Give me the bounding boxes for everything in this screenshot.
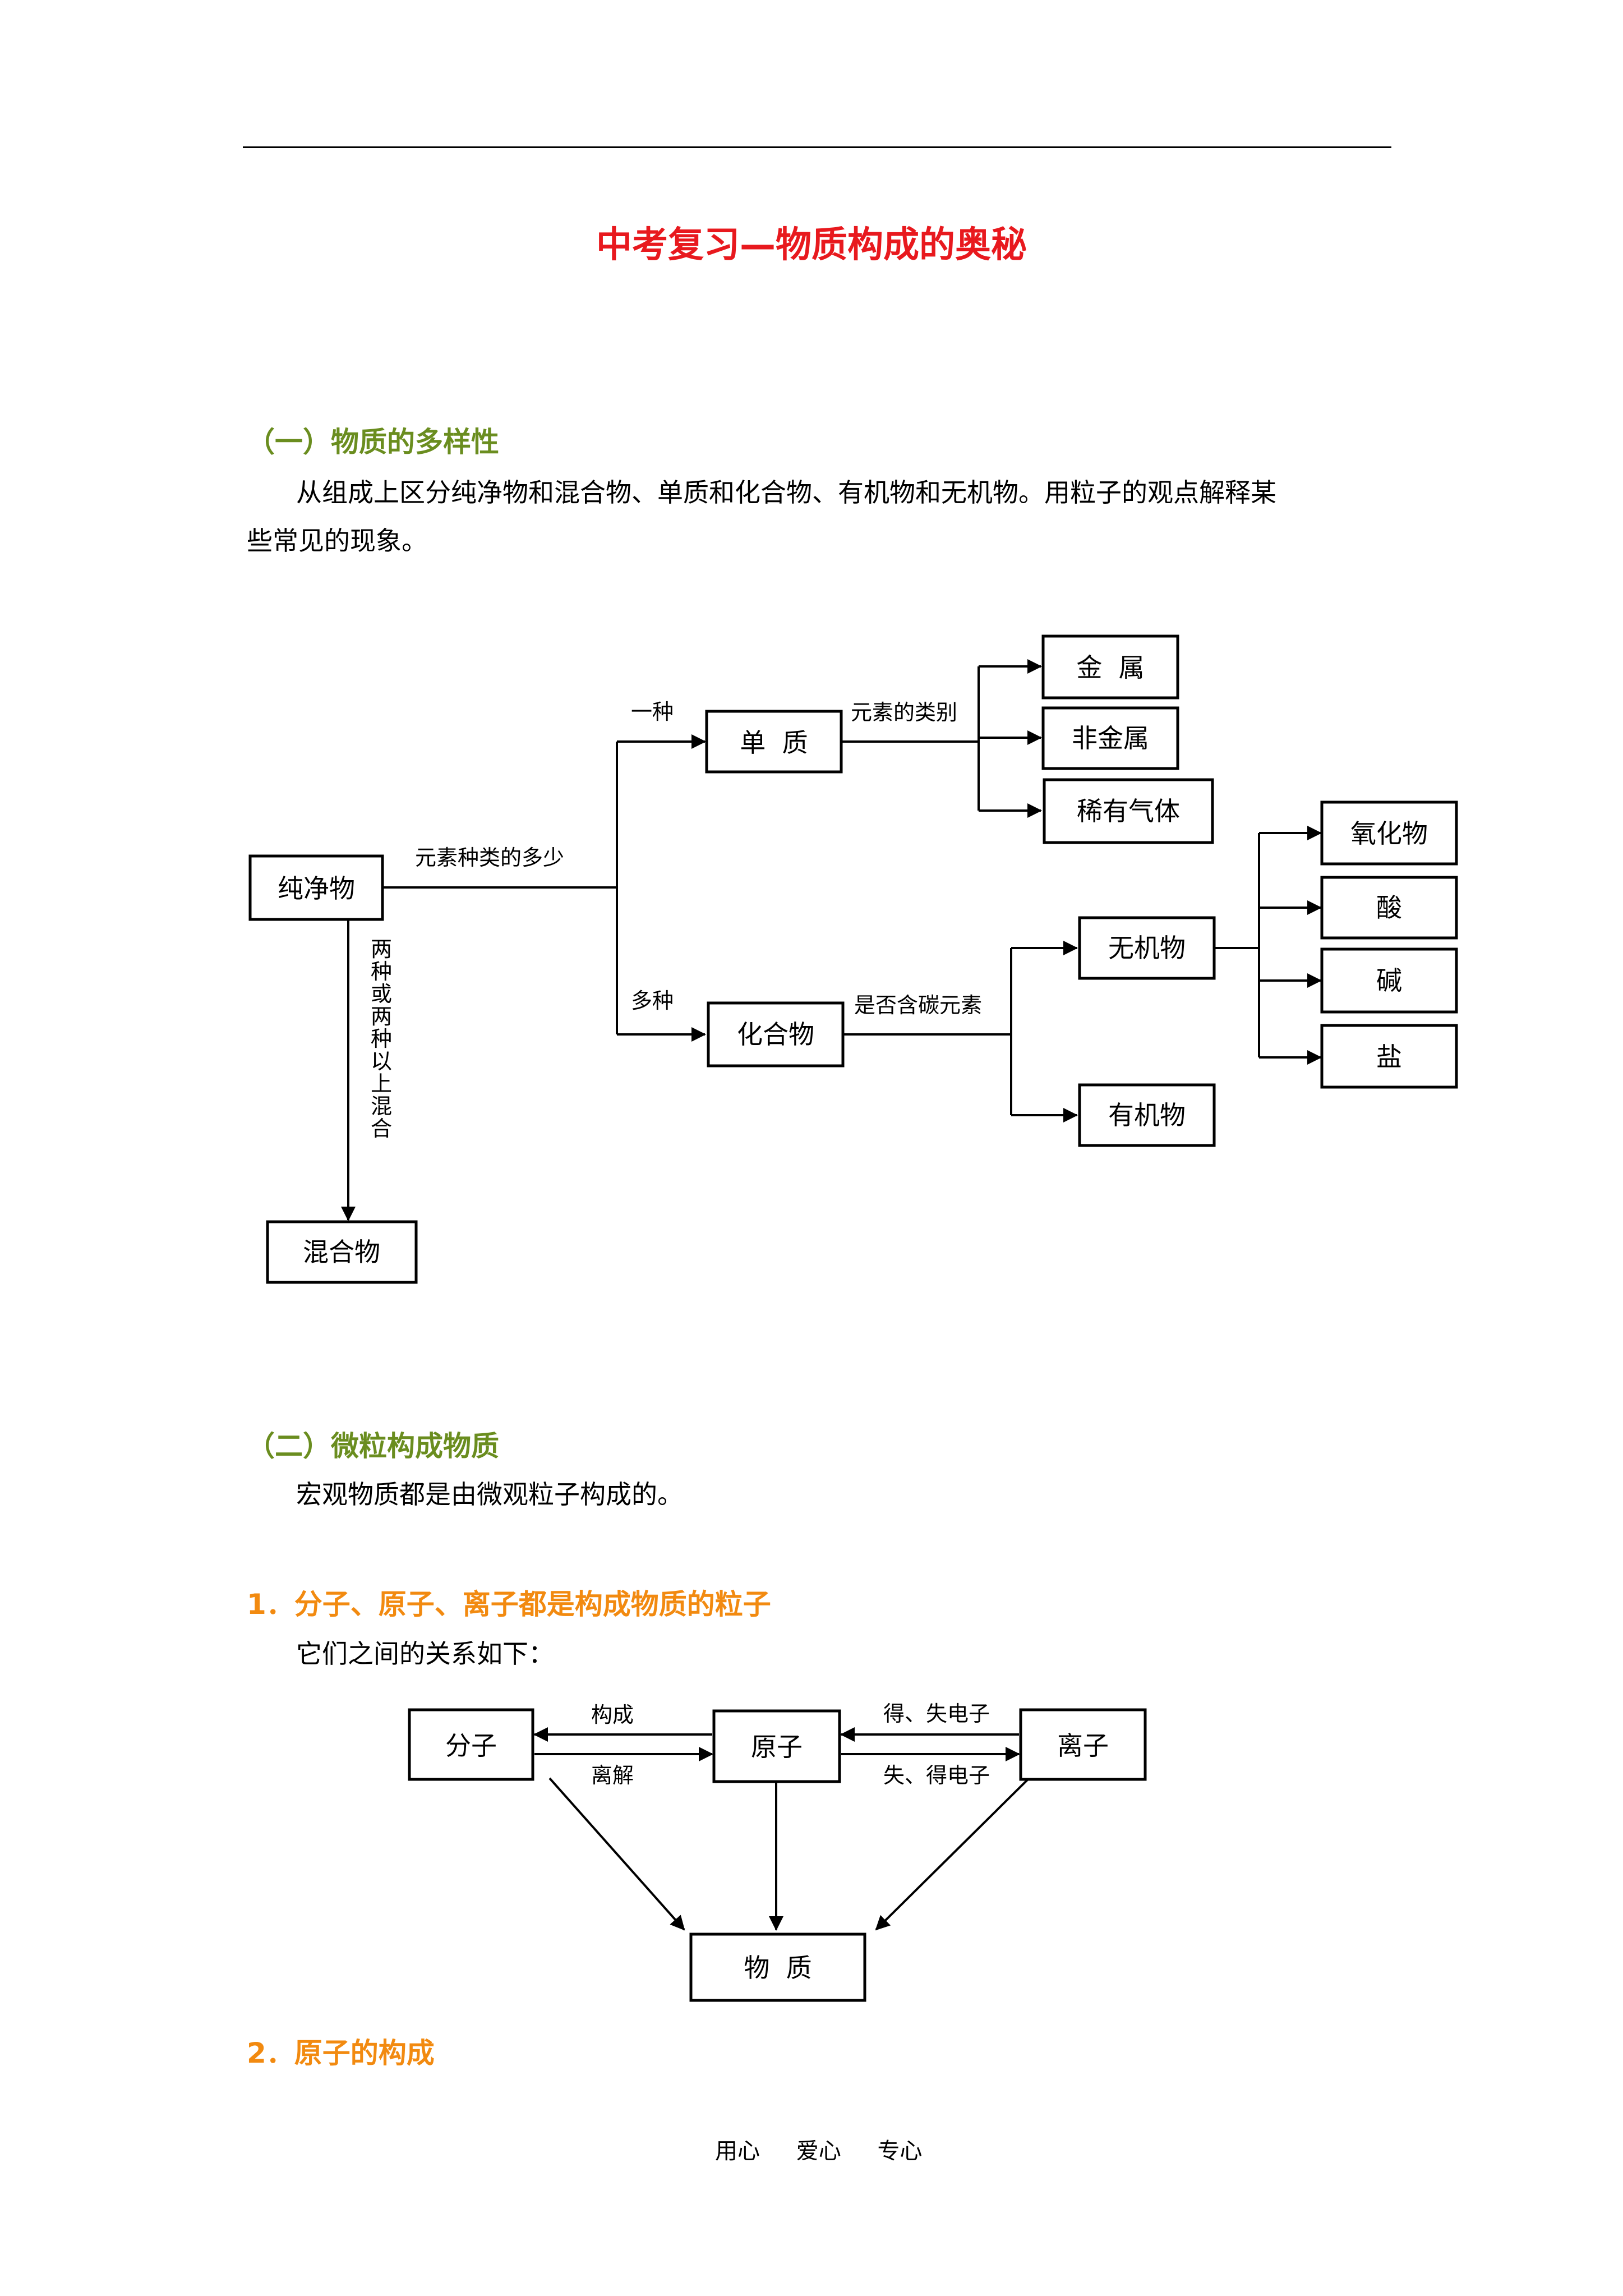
footer-text: 爱心 [796,2138,841,2164]
ion-box [1019,1708,1147,1781]
subsection-heading-atom-structure: 2．原子的构成 [247,2037,435,2069]
svg-text:以: 以 [371,1049,392,1074]
mixture-edge-label: 两 种 或 两 种 以 上 混 合 [371,937,392,1141]
compound-box [707,1001,845,1068]
acid-label: 酸 [1376,892,1402,923]
pure-substance-box [248,854,384,921]
molecule-box [408,1708,534,1781]
paragraph-line: 它们之间的关系如下： [296,1639,554,1669]
constitute-label: 构成 [591,1703,634,1727]
metal-box [1041,634,1179,700]
organic-label: 有机物 [1108,1100,1186,1130]
page-footer: 用心 爱心 专心 [715,2133,951,2165]
oxide-box [1320,800,1458,866]
svg-text:或: 或 [371,982,392,1006]
svg-text:混: 混 [371,1094,392,1119]
lose-gain-electron-label: 失、得电子 [883,1763,990,1788]
noble-gas-box [1043,778,1214,844]
svg-text:两: 两 [371,937,392,961]
ion-label: 离子 [1057,1731,1109,1761]
element-count-label: 元素种类的多少 [415,845,564,870]
base-label: 碱 [1376,965,1402,996]
atom-box [712,1709,841,1783]
paragraph-line: 从组成上区分纯净物和混合物、单质和化合物、有机物和无机物。用粒子的观点解释某 [296,477,1276,508]
svg-text:合: 合 [371,1116,392,1141]
section-heading-diversity: （一）物质的多样性 [247,426,499,458]
molecule-label: 分子 [445,1731,497,1761]
dissociate-label: 离解 [591,1763,634,1788]
element-type-label: 元素的类别 [851,700,957,725]
pure-substance-label: 纯净物 [278,873,355,904]
salt-label: 盐 [1376,1042,1402,1072]
svg-text:两: 两 [371,1004,392,1029]
paragraph-line: 宏观物质都是由微观粒子构成的。 [296,1479,683,1510]
nonmetal-box [1041,706,1179,770]
atom-label: 原子 [751,1732,803,1762]
page-title: 中考复习—物质构成的奥秘 [596,224,1027,266]
metal-label: 金 属 [1076,652,1144,683]
base-box [1320,947,1458,1014]
nonmetal-label: 非金属 [1072,723,1149,753]
footer-text: 用心 [715,2138,760,2164]
connector-lines [341,659,1322,1221]
salt-box [1320,1024,1458,1089]
relation-arrows [533,1727,1030,1931]
subsection-heading-particles: 1．分子、原子、离子都是构成物质的粒子 [247,1588,771,1621]
inorganic-box [1078,916,1216,980]
simple-substance-box [705,710,843,774]
mixture-label: 混合物 [303,1237,380,1267]
noble-gas-label: 稀有气体 [1077,796,1180,826]
simple-substance-label: 单 质 [740,728,808,758]
inorganic-label: 无机物 [1108,933,1186,963]
mixture-box [266,1220,418,1284]
carbon-label: 是否含碳元素 [854,993,982,1018]
matter-box [689,1932,866,2002]
many-kinds-label: 多种 [631,988,674,1013]
gain-lose-electron-label: 得、失电子 [883,1701,990,1726]
oxide-label: 氧化物 [1350,818,1428,849]
matter-label: 物 质 [744,1953,811,1983]
acid-box [1320,876,1458,940]
paragraph-line: 些常见的现象。 [247,526,427,556]
particle-relation-diagram: 分子 原子 离子 物 质 构成 离解 得、失电子 失、得电子 [408,1701,1147,2002]
compound-label: 化合物 [737,1019,814,1050]
svg-text:种: 种 [371,1027,392,1051]
top-rule [243,146,1391,148]
svg-text:上: 上 [371,1071,392,1096]
classification-diagram: 纯净物 单 质 化合物 金 属 非金属 稀有气体 无机物 有机物 氧化物 酸 碱… [248,634,1458,1284]
organic-box [1078,1083,1216,1147]
svg-text:种: 种 [371,959,392,984]
section-heading-particles: （二）微粒构成物质 [247,1430,499,1462]
one-kind-label: 一种 [631,700,674,724]
footer-text: 专心 [877,2138,923,2164]
